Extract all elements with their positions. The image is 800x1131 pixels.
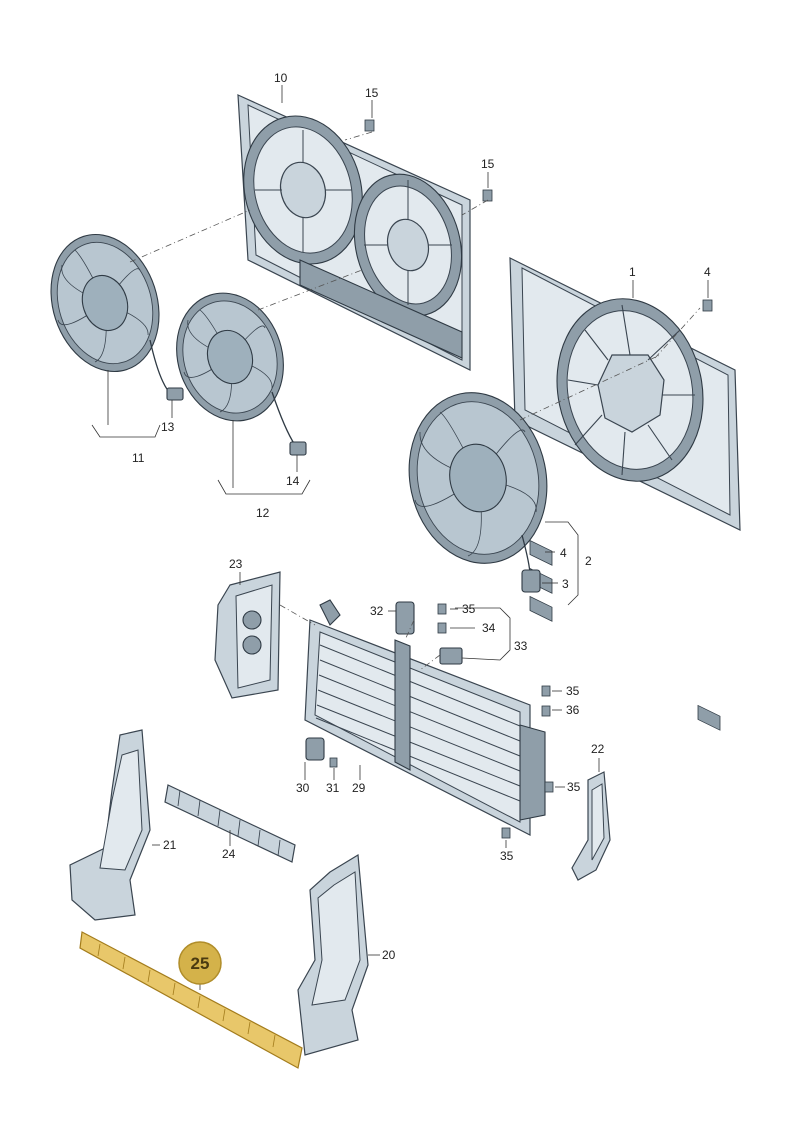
label-35a: 35 xyxy=(462,602,476,616)
label-4a: 4 xyxy=(704,265,711,279)
label-4b: 4 xyxy=(560,546,567,560)
screw-15b xyxy=(482,189,493,202)
label-35b: 35 xyxy=(566,684,580,698)
badge-label-25: 25 xyxy=(191,954,210,973)
label-31: 31 xyxy=(326,781,340,795)
label-13: 13 xyxy=(161,420,175,434)
screw-36 xyxy=(541,705,551,717)
small-parts xyxy=(305,119,713,839)
screw-35c xyxy=(544,781,554,793)
trim-24 xyxy=(164,784,296,863)
label-12: 12 xyxy=(256,506,270,520)
label-29: 29 xyxy=(352,781,366,795)
leader-lines xyxy=(91,85,709,990)
air-guide-20 xyxy=(297,853,369,1056)
label-30: 30 xyxy=(296,781,310,795)
sensor-33 xyxy=(439,647,463,665)
screw-31 xyxy=(329,757,338,768)
fan-shroud-double xyxy=(237,94,471,371)
screw-35a xyxy=(437,603,447,615)
label-34: 34 xyxy=(482,621,496,635)
label-1: 1 xyxy=(629,265,636,279)
actuator-32 xyxy=(395,601,415,635)
screw-4 xyxy=(702,299,713,312)
label-35c: 35 xyxy=(567,780,581,794)
label-15a: 15 xyxy=(365,86,379,100)
highlight-badge-25: 25 xyxy=(178,941,222,985)
label-11: 11 xyxy=(132,451,145,465)
callout-labels: 10 15 15 1 4 13 11 14 12 2 4 3 23 32 35 … xyxy=(132,71,711,962)
seal-strip-25 xyxy=(79,931,303,1069)
assembly-lines xyxy=(129,131,701,671)
screw-35b xyxy=(541,685,551,697)
label-2: 2 xyxy=(585,554,592,568)
louvre-frame-29 xyxy=(304,599,546,836)
bracket-23 xyxy=(214,571,281,699)
label-10: 10 xyxy=(274,71,288,85)
screw-35d xyxy=(501,827,511,839)
bracket-22 xyxy=(571,771,611,881)
label-33: 33 xyxy=(514,639,528,653)
label-24: 24 xyxy=(222,847,236,861)
screw-34 xyxy=(437,622,447,634)
fan-11 xyxy=(50,233,184,401)
label-23: 23 xyxy=(229,557,243,571)
fan-2 xyxy=(408,392,548,593)
label-21: 21 xyxy=(163,838,177,852)
label-20: 20 xyxy=(382,948,396,962)
label-32: 32 xyxy=(370,604,384,618)
label-35d: 35 xyxy=(500,849,514,863)
actuator-30 xyxy=(305,737,325,761)
label-15b: 15 xyxy=(481,157,495,171)
label-14: 14 xyxy=(286,474,300,488)
label-22: 22 xyxy=(591,742,605,756)
air-guide-21 xyxy=(69,729,151,921)
label-36: 36 xyxy=(566,703,580,717)
fan-12 xyxy=(176,292,307,456)
label-3: 3 xyxy=(562,577,569,591)
screw-15a xyxy=(364,119,375,132)
